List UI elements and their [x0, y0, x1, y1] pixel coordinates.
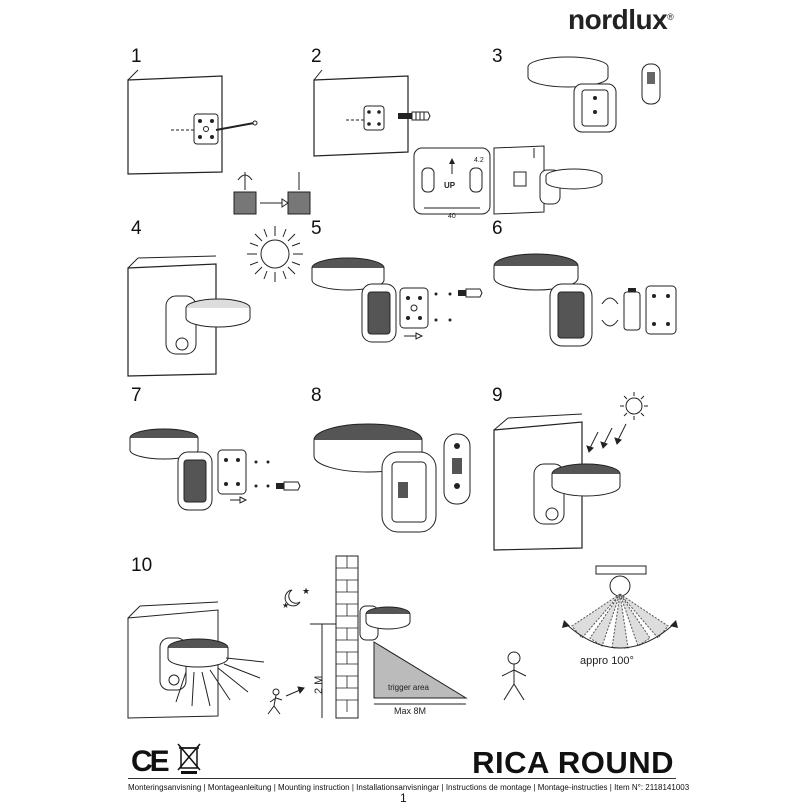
bracket-icon — [645, 285, 677, 335]
lamp-icon — [533, 463, 621, 525]
step-number-6: 6 — [492, 218, 503, 239]
step-number-8: 8 — [311, 385, 322, 406]
brick-wall-icon — [335, 555, 359, 719]
weee-bin-icon — [177, 743, 201, 774]
bracket-template-diagram: UP 40 4.2 — [413, 147, 491, 220]
step-number-5: 5 — [311, 218, 322, 239]
lamp-open-icon — [129, 428, 213, 511]
remote-icon — [641, 63, 661, 105]
svg-text:★: ★ — [302, 586, 310, 596]
drill-bit-icon — [215, 120, 258, 131]
dimension-40-label: 40 — [448, 213, 456, 220]
screw-icon — [276, 481, 301, 491]
height-diagram: 2 M trigger area Max 8M — [310, 555, 468, 719]
standing-person-icon — [501, 651, 527, 701]
step-8-illustration — [313, 423, 471, 533]
mounting-bracket-icon — [193, 113, 219, 145]
trigger-area-label: trigger area — [388, 683, 429, 692]
divider — [128, 778, 676, 779]
svg-text:★: ★ — [282, 601, 289, 610]
dimension-4-2-label: 4.2 — [474, 157, 484, 164]
bracket-icon — [399, 287, 429, 329]
wall-panel — [313, 75, 409, 157]
registered-mark: ® — [667, 12, 674, 22]
step-2-illustration — [313, 69, 431, 157]
step-number-9: 9 — [492, 385, 503, 406]
brand-name: nordlux — [568, 4, 668, 35]
footer-languages: Monteringsanvisning | Montageanleitung |… — [128, 783, 690, 792]
wall-plug-detail-icon — [233, 172, 311, 215]
ce-mark: CE — [131, 745, 170, 778]
lamp-icon — [165, 295, 251, 355]
step-6-illustration — [493, 253, 677, 347]
battery-icon — [601, 288, 641, 331]
step-number-4: 4 — [131, 218, 142, 239]
bracket-icon — [217, 449, 247, 495]
detection-angle-diagram: appro 100° — [562, 565, 678, 667]
screw-icon — [458, 288, 483, 298]
height-label: 2 M — [313, 676, 325, 694]
detection-angle-label: appro 100° — [580, 655, 634, 667]
wall-panel — [127, 75, 223, 175]
sunlight-arrows-icon — [586, 423, 627, 453]
remote-icon — [443, 433, 471, 505]
page-number: 1 — [400, 791, 407, 805]
product-name: RICA ROUND — [472, 745, 674, 780]
step-7-illustration — [129, 428, 301, 511]
max-distance-label: Max 8M — [394, 706, 426, 716]
step-number-7: 7 — [131, 385, 142, 406]
trigger-area-shape — [373, 641, 468, 699]
step-3-illustration: UP 40 4.2 — [413, 56, 661, 220]
step-number-10: 10 — [131, 555, 153, 576]
moon-stars-icon: ★ ★ — [282, 586, 310, 610]
light-rays-icon — [175, 657, 265, 707]
sun-icon — [620, 392, 648, 420]
step-5-illustration — [311, 257, 483, 343]
lamp-open-icon — [311, 257, 397, 343]
night-lamp-scene — [127, 601, 265, 719]
lamp-mounted-icon — [493, 145, 603, 215]
mounting-bracket-icon — [363, 105, 385, 131]
step-9-illustration — [493, 392, 648, 551]
brand-logo: nordlux® — [568, 4, 674, 36]
step-number-2: 2 — [311, 46, 322, 67]
step-4-illustration — [127, 255, 251, 377]
sun-icon — [247, 226, 303, 282]
lamp-open-icon — [493, 253, 593, 347]
up-label: UP — [444, 181, 456, 190]
screw-and-plug-icon — [398, 111, 431, 121]
lamp-closed-icon — [313, 423, 437, 533]
step-10-illustration: ★ ★ 2 M trigger area Max 8M — [127, 555, 678, 719]
step-1-illustration — [127, 69, 311, 215]
step-number-1: 1 — [131, 46, 142, 67]
walking-person-icon — [267, 686, 305, 715]
lamp-open-icon — [527, 56, 617, 133]
step-number-3: 3 — [492, 46, 503, 67]
